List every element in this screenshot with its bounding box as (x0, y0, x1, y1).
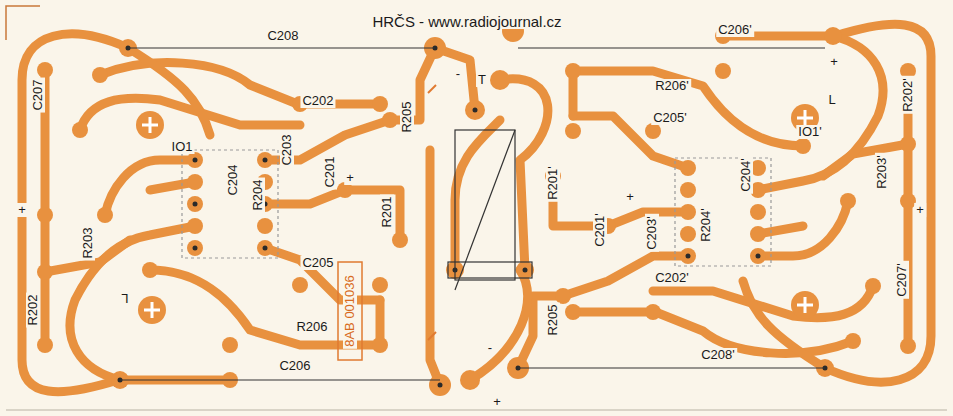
polarity-mark: - (486, 341, 494, 355)
part-label: C207' (895, 261, 909, 299)
part-label: R202' (901, 76, 915, 114)
part-label: C206 (277, 359, 312, 373)
part-label: C201' (593, 211, 607, 249)
part-label: R205 (400, 99, 414, 134)
part-label: C202' (653, 271, 691, 285)
part-label: C205 (300, 256, 335, 270)
part-label: R204 (251, 177, 265, 212)
part-label: C206' (716, 23, 754, 37)
part-label: R204' (699, 206, 713, 244)
polarity-mark: L (826, 93, 837, 107)
part-label: C204 (226, 162, 240, 197)
polarity-mark: + (16, 203, 28, 217)
polarity-mark: + (624, 190, 636, 204)
part-label: C207 (31, 77, 45, 112)
watermark: HRČS - www.radiojournal.cz (370, 15, 563, 29)
part-label: C202 (300, 94, 335, 108)
part-label: R201 (380, 194, 394, 229)
part-label: C208' (699, 348, 737, 362)
part-label: R203 (81, 225, 95, 260)
part-label: C205' (651, 111, 689, 125)
part-label: IO1' (796, 125, 823, 139)
polarity-mark: + (828, 55, 840, 69)
polarity-mark: + (914, 203, 926, 217)
part-label: R206 (294, 320, 329, 334)
part-label: R201' (546, 164, 560, 202)
board-number: 8AB 001036 (343, 273, 357, 349)
part-label: C203' (645, 214, 659, 252)
part-label: R205 (546, 302, 560, 337)
polarity-mark: T (476, 73, 488, 87)
polarity-mark: - (454, 67, 462, 81)
part-label: C208 (265, 29, 300, 43)
part-label: R202 (26, 292, 40, 327)
part-label: C201 (323, 154, 337, 189)
polarity-mark: + (344, 171, 356, 185)
polarity-mark: L (119, 291, 130, 305)
polarity-mark: + (491, 395, 503, 409)
part-label: C203 (280, 132, 294, 167)
part-label: R203' (875, 153, 889, 191)
part-label: C204' (739, 156, 753, 194)
part-label: IO1 (170, 140, 195, 154)
part-label: R206' (653, 79, 691, 93)
